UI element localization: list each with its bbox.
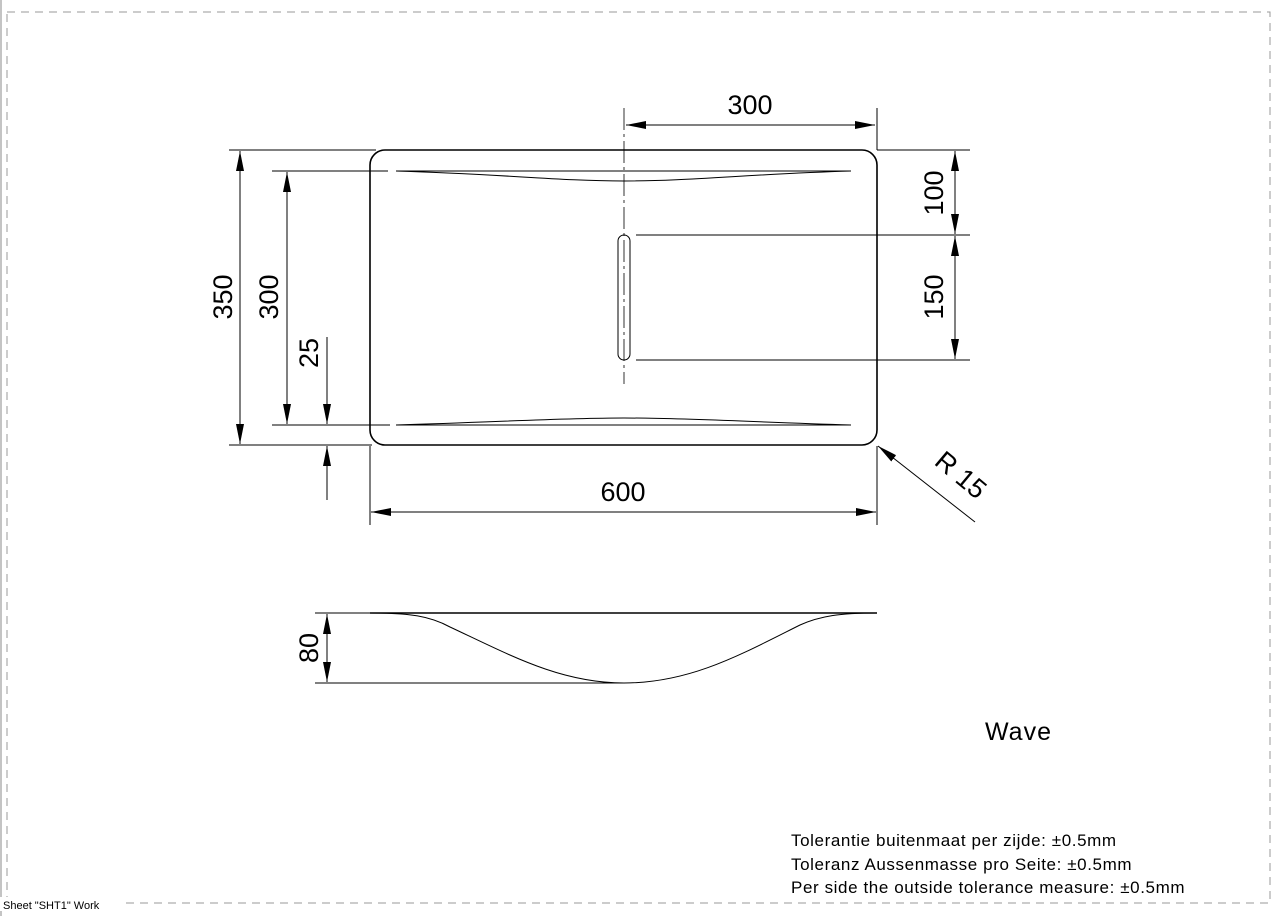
svg-text:300: 300 xyxy=(254,274,284,319)
svg-text:R 15: R 15 xyxy=(929,445,992,505)
dim-top-width: 300 xyxy=(626,90,878,150)
dim-right: 100 150 xyxy=(636,149,970,361)
svg-text:Tolerantie buitenmaat per zijd: Tolerantie buitenmaat per zijde: ±0.5mm xyxy=(791,831,1117,850)
product-title: Wave xyxy=(985,718,1052,746)
svg-text:25: 25 xyxy=(294,338,324,368)
svg-text:300: 300 xyxy=(727,90,772,120)
sink-profile-view: 80 xyxy=(294,612,878,684)
sink-top-view xyxy=(369,108,878,446)
svg-text:Toleranz Aussenmasse pro Seite: Toleranz Aussenmasse pro Seite: ±0.5mm xyxy=(791,855,1132,874)
svg-text:600: 600 xyxy=(600,477,645,507)
svg-text:100: 100 xyxy=(919,170,949,215)
svg-text:Per side the outside tolerance: Per side the outside tolerance measure: … xyxy=(791,878,1185,897)
dim-left: 350 300 25 xyxy=(208,149,390,500)
bottom-groove xyxy=(395,417,852,426)
svg-text:80: 80 xyxy=(294,633,324,663)
sheet-label: Sheet "SHT1" Work xyxy=(3,900,100,912)
tolerance-notes: Tolerantie buitenmaat per zijde: ±0.5mm … xyxy=(791,831,1185,897)
svg-text:350: 350 xyxy=(208,274,238,319)
sheet-border xyxy=(6,11,1271,904)
svg-text:150: 150 xyxy=(919,274,949,319)
dim-overall-width: 600 xyxy=(369,446,878,525)
top-groove xyxy=(395,170,852,182)
dim-radius: R 15 xyxy=(877,445,992,523)
